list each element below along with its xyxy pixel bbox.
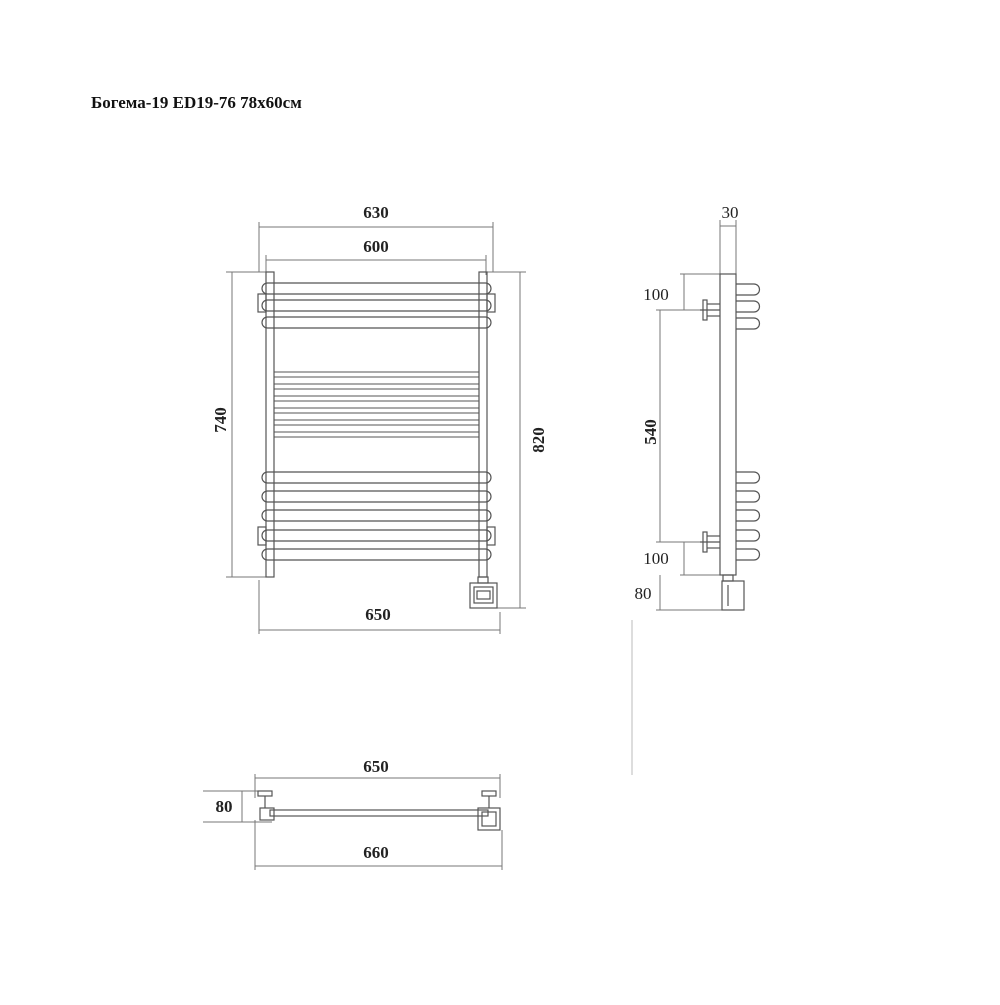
front-view xyxy=(226,222,526,634)
top-mount-left xyxy=(257,790,275,821)
dim-label-660: 660 xyxy=(363,843,389,862)
side-post xyxy=(719,273,737,576)
dim-line-740 xyxy=(226,271,272,578)
top-view-labels: 650 80 660 xyxy=(216,757,389,862)
side-loops-top xyxy=(736,283,761,330)
top-mount-right xyxy=(477,790,501,831)
bracket-top-left xyxy=(257,293,267,313)
side-mount-bottom xyxy=(700,531,720,553)
dim-label-540: 540 xyxy=(641,419,660,445)
bracket-bottom-right xyxy=(486,526,496,546)
top-view xyxy=(203,774,503,870)
middle-rail-group xyxy=(274,371,479,438)
dim-label-820: 820 xyxy=(529,427,548,453)
bracket-bottom-left xyxy=(257,526,267,546)
left-post xyxy=(265,271,275,578)
side-view xyxy=(631,220,761,775)
heater-control-box xyxy=(469,576,498,609)
dim-line-820 xyxy=(480,271,526,609)
top-rail-group xyxy=(261,282,492,329)
side-loops-bottom xyxy=(736,471,761,561)
right-post xyxy=(478,271,488,578)
dim-label-30: 30 xyxy=(722,203,739,222)
front-view-labels: 630 600 740 820 650 xyxy=(211,203,548,624)
dim-line-650-top xyxy=(254,774,501,798)
dim-line-650-front xyxy=(258,580,501,634)
bracket-top-right xyxy=(486,293,496,313)
side-view-labels: 30 100 540 100 80 xyxy=(635,203,739,603)
dim-label-80-top: 80 xyxy=(216,797,233,816)
dim-label-100-bottom: 100 xyxy=(643,549,669,568)
dim-label-650-top: 650 xyxy=(363,757,389,776)
dim-line-30 xyxy=(719,220,737,276)
dim-label-80-side: 80 xyxy=(635,584,652,603)
product-title: Богема-19 ED19-76 78x60см xyxy=(91,93,302,112)
dim-line-660 xyxy=(254,820,503,870)
bottom-rail-group xyxy=(261,471,492,561)
side-heater xyxy=(721,574,745,611)
dim-label-740: 740 xyxy=(211,407,230,433)
dim-label-630: 630 xyxy=(363,203,389,222)
dim-label-100-top: 100 xyxy=(643,285,669,304)
dim-label-600: 600 xyxy=(363,237,389,256)
dim-label-650-front: 650 xyxy=(365,605,391,624)
dim-line-630 xyxy=(258,222,494,272)
dim-line-vertical-side xyxy=(656,273,736,611)
dim-line-600 xyxy=(265,255,487,275)
side-mount-top xyxy=(700,299,720,321)
top-view-bar xyxy=(269,809,489,817)
